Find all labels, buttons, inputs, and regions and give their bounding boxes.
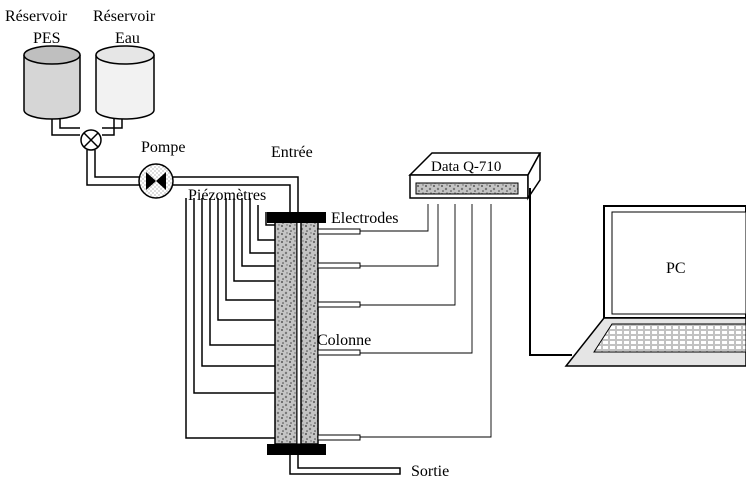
label-pc: PC (666, 260, 686, 277)
label-sortie: Sortie (411, 463, 449, 480)
mixing-valve (80, 129, 102, 151)
label-electrodes: Electrodes (331, 210, 399, 227)
reservoir-pes (23, 45, 81, 120)
feed-pipe (86, 150, 299, 212)
label-reservoir-eau-line2: Eau (115, 30, 140, 47)
label-pompe: Pompe (141, 139, 185, 156)
reservoir-eau (95, 45, 155, 120)
label-piezometres: Piézomètres (188, 187, 266, 204)
label-colonne: Colonne (317, 332, 371, 349)
label-reservoir-eau-line1: Réservoir (93, 8, 156, 25)
pump (138, 163, 174, 199)
laptop (564, 205, 746, 367)
pc-cable (529, 188, 572, 356)
label-reservoir-pes-line2: PES (33, 30, 61, 47)
piezometer-tubes (185, 198, 275, 439)
tank-pipes (51, 119, 123, 136)
label-data-logger: Data Q-710 (431, 159, 501, 175)
electrode-wires (360, 204, 492, 438)
label-entree: Entrée (271, 144, 313, 161)
outlet-pipe (289, 455, 401, 475)
column (267, 212, 326, 455)
electrodes (317, 228, 361, 441)
data-logger (408, 152, 542, 201)
label-reservoir-pes-line1: Réservoir (5, 8, 68, 25)
